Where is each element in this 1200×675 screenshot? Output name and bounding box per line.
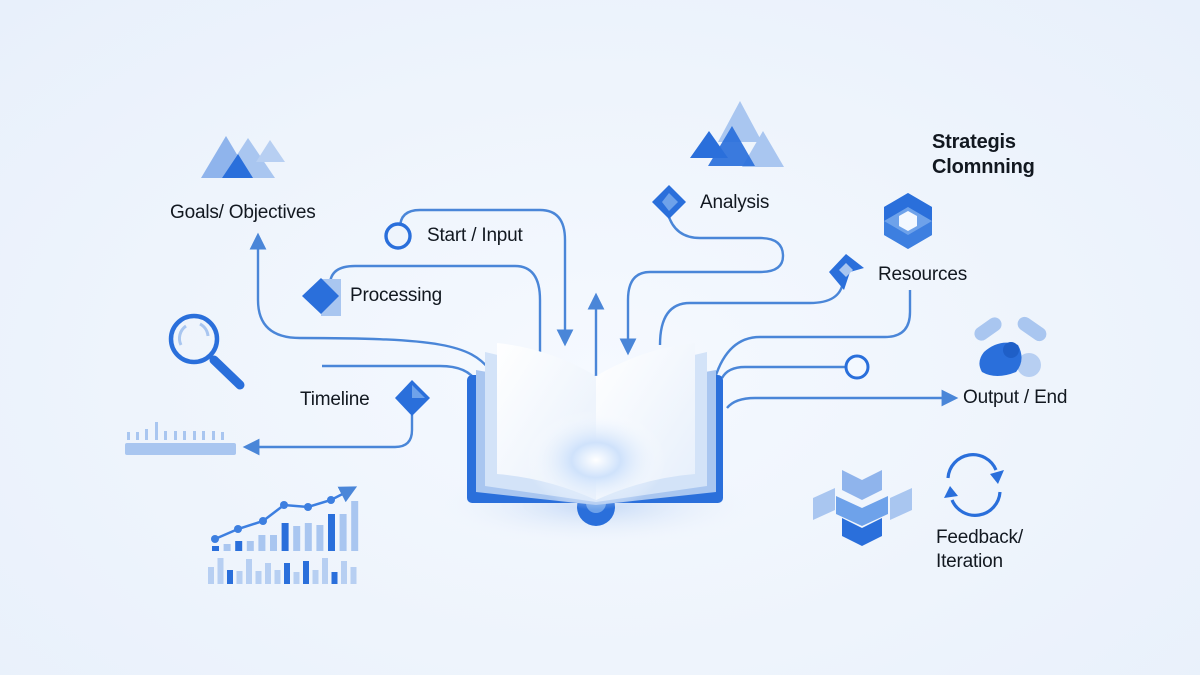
chart-bar xyxy=(258,535,266,551)
chart-bar xyxy=(236,571,243,584)
chart-bar xyxy=(312,570,319,584)
chart-bar xyxy=(303,561,309,584)
chart-bar xyxy=(350,567,357,584)
chart-bar xyxy=(270,535,277,551)
connector-resources xyxy=(713,290,912,379)
start-circle-icon xyxy=(384,222,412,250)
connector-timeline-in xyxy=(322,364,480,386)
resources-label: Resources xyxy=(878,264,968,285)
triangles-icon xyxy=(690,101,784,167)
shapes-icon xyxy=(974,316,1047,377)
analysis-label: Analysis xyxy=(700,192,770,213)
processing-diamond-icon xyxy=(302,278,341,316)
chart-icon xyxy=(208,486,359,584)
circle-node-icon xyxy=(844,354,870,380)
chart-bar xyxy=(351,501,359,551)
chart-bar xyxy=(293,572,300,584)
chart-bar xyxy=(227,570,233,584)
search-icon xyxy=(168,313,245,390)
timeline-diamond-icon xyxy=(395,380,430,416)
chart-bar xyxy=(212,546,219,551)
title-line-2: Clomnning xyxy=(932,156,1035,178)
connector-circle xyxy=(720,365,845,379)
chart-bar xyxy=(246,559,252,584)
resources-diamond-icon xyxy=(829,254,864,290)
diagram-title: Strategis Clomnning xyxy=(932,130,1035,180)
chart-bar xyxy=(265,563,271,584)
feedback-line-2: Iteration xyxy=(936,551,1003,572)
chart-bar xyxy=(331,572,338,584)
connector-goals xyxy=(249,232,491,371)
connector-analysis xyxy=(619,213,785,356)
stacked-cubes-icon xyxy=(813,470,912,546)
cycle-arrows-icon xyxy=(944,453,1004,517)
chart-point xyxy=(327,496,335,504)
chart-point xyxy=(259,517,267,525)
connector-timeline-out xyxy=(242,415,414,456)
chart-bar xyxy=(284,563,290,584)
chart-point xyxy=(304,503,312,511)
chart-bar xyxy=(235,541,243,551)
chart-bar xyxy=(328,514,335,551)
chart-bar xyxy=(208,567,214,584)
goals-label: Goals/ Objectives xyxy=(170,202,316,223)
chart-bar xyxy=(223,544,231,551)
analysis-diamond-icon xyxy=(652,185,686,219)
timeline-label: Timeline xyxy=(300,389,370,410)
mountains-icon xyxy=(201,136,285,178)
book-icon xyxy=(436,343,756,545)
title-line-1: Strategis xyxy=(932,131,1016,153)
feedback-label: Feedback/ Iteration xyxy=(936,526,1023,574)
chart-bar xyxy=(255,571,262,584)
hexagon-icon xyxy=(884,193,932,249)
feedback-line-1: Feedback/ xyxy=(936,527,1023,548)
chart-bar xyxy=(304,523,312,551)
chart-point xyxy=(234,525,242,533)
start-label: Start / Input xyxy=(427,225,523,246)
chart-bar xyxy=(322,558,328,584)
chart-bar xyxy=(246,541,254,551)
chart-bar xyxy=(281,523,289,551)
connector-resources-diamond xyxy=(658,281,845,346)
chart-bar xyxy=(217,558,224,584)
connector-processing xyxy=(328,264,542,352)
chart-point xyxy=(211,535,219,543)
chart-point xyxy=(280,501,288,509)
ruler-icon xyxy=(125,422,236,455)
chart-bar xyxy=(341,561,347,584)
connector-start xyxy=(398,208,574,347)
output-label: Output / End xyxy=(963,387,1068,408)
chart-bar xyxy=(339,514,347,551)
chart-bar xyxy=(293,526,301,551)
chart-bar xyxy=(274,570,281,584)
processing-label: Processing xyxy=(350,285,442,306)
chart-bar xyxy=(316,525,324,551)
connector-output xyxy=(726,389,959,409)
